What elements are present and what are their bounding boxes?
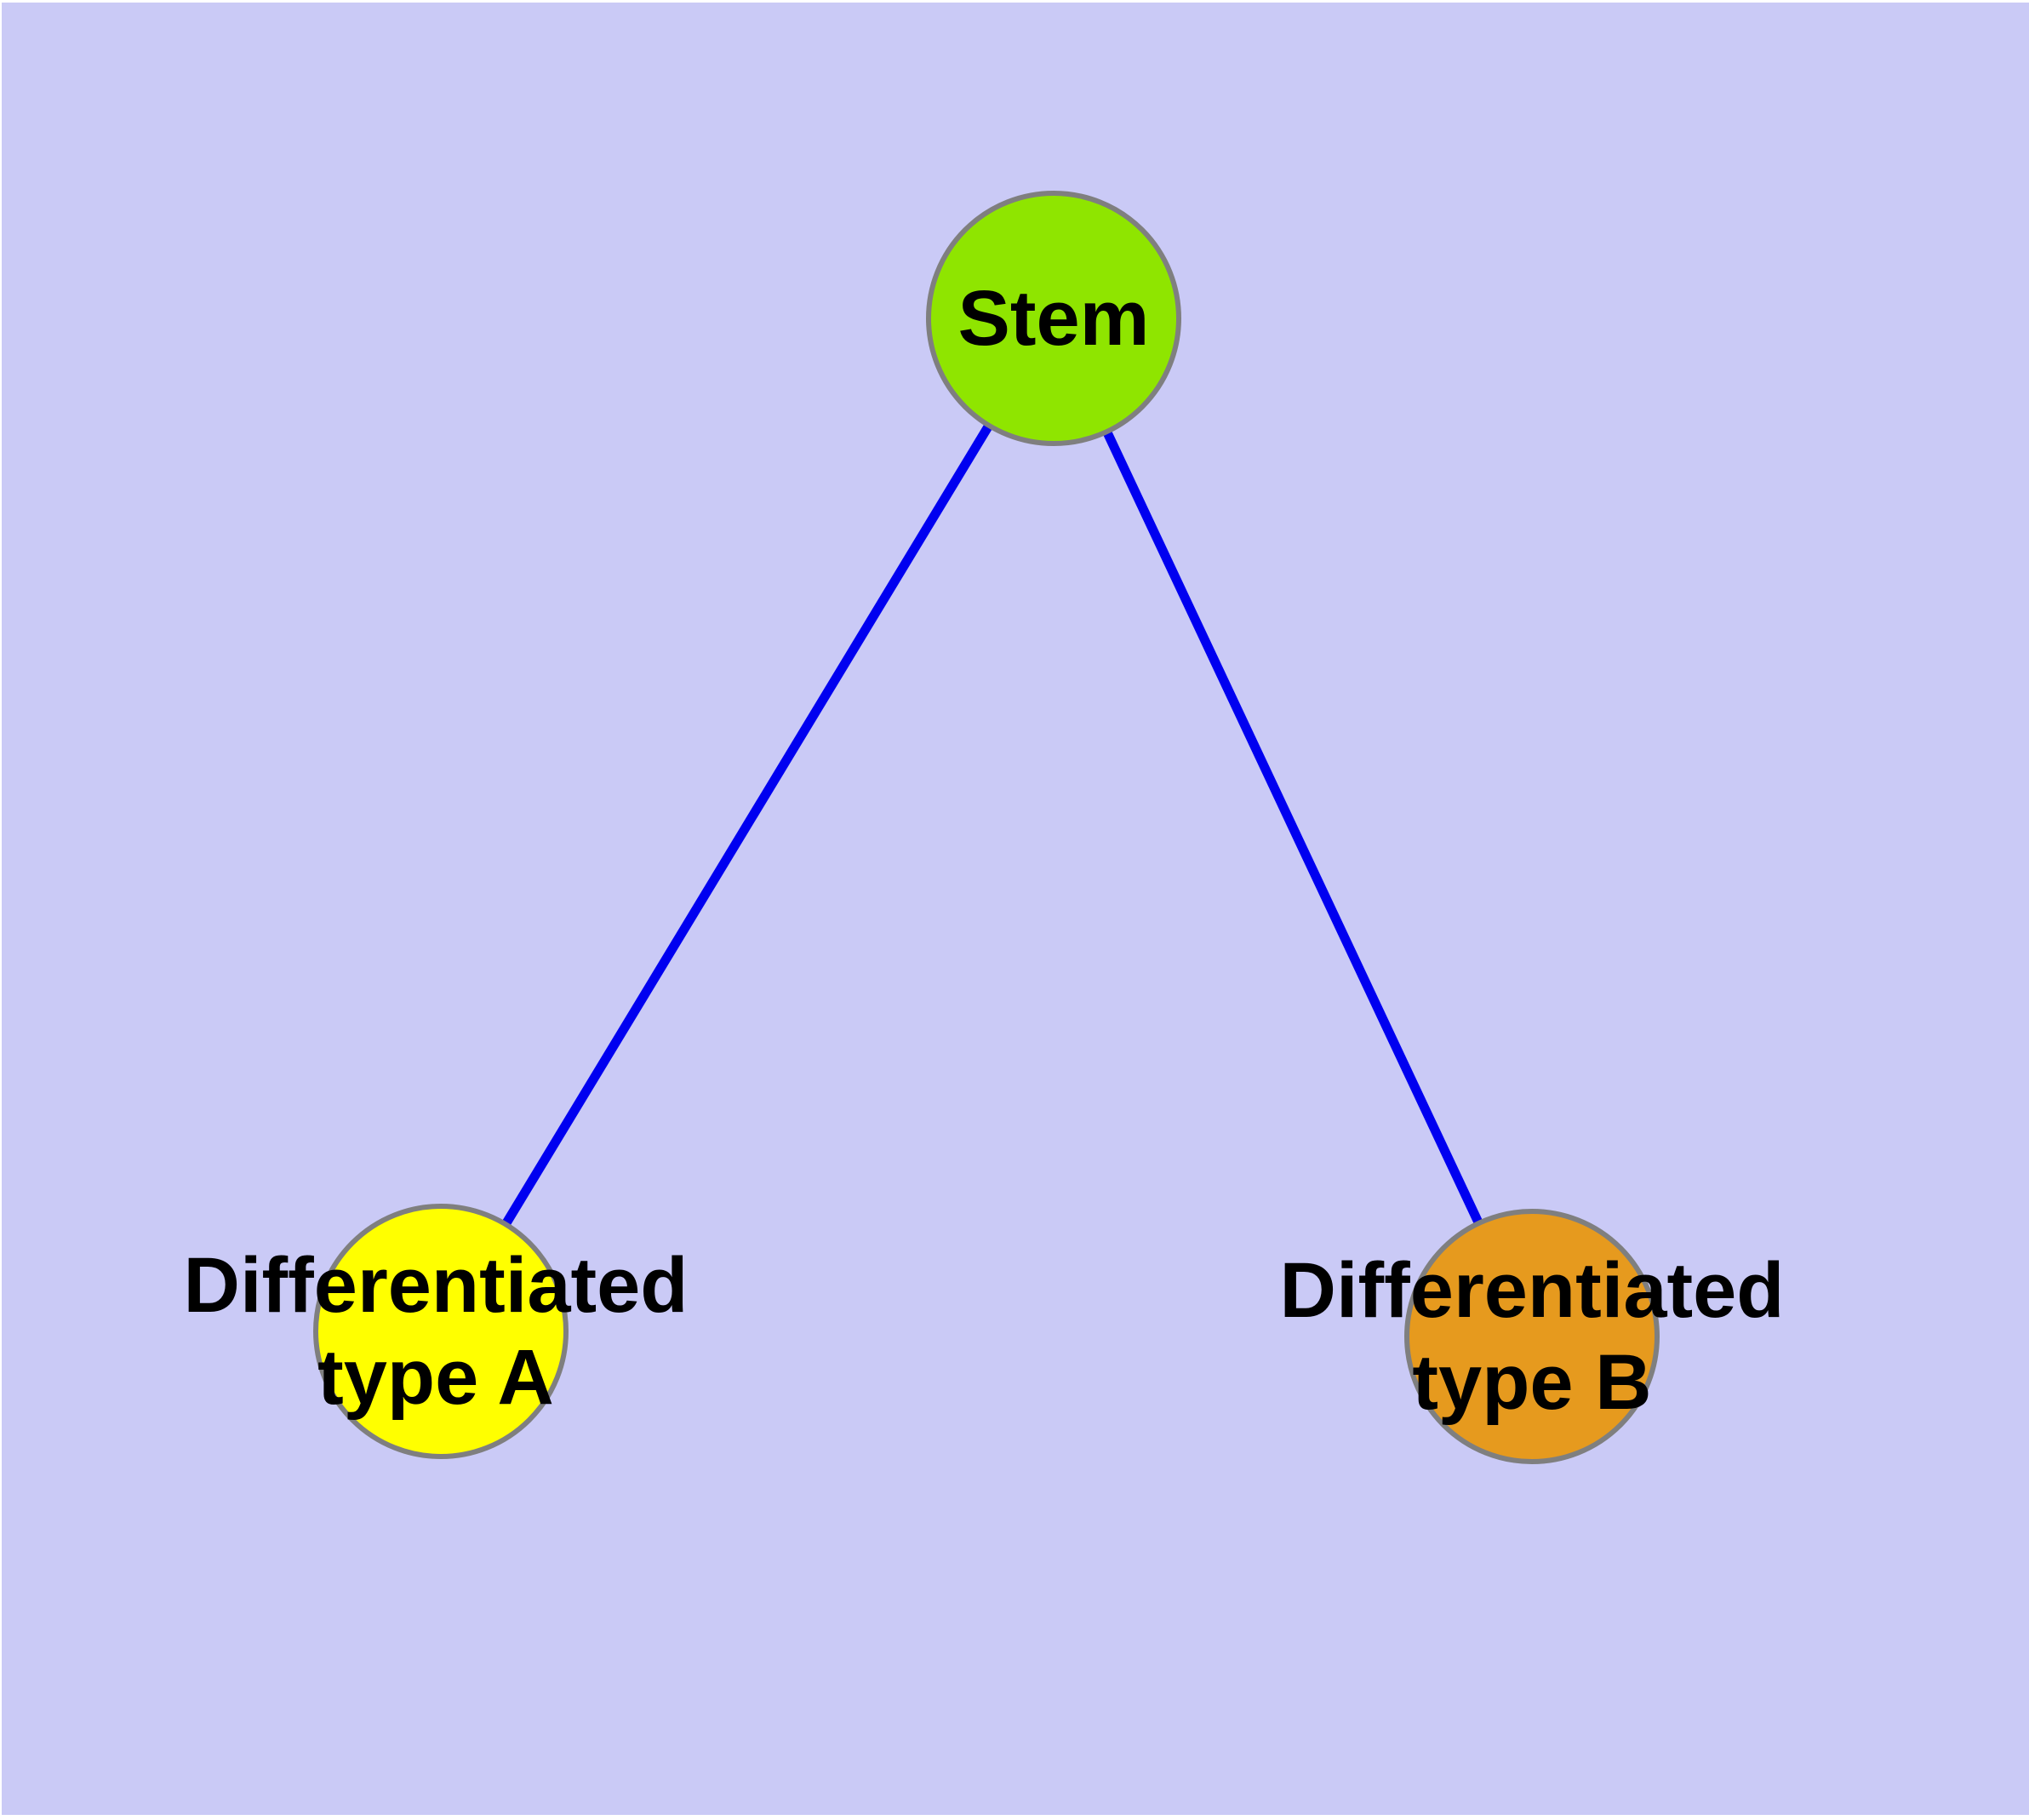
node-type-b-label: Differentiated type B xyxy=(1280,1245,1785,1428)
node-stem-label-text: Stem xyxy=(957,275,1150,362)
edge-stem-to-type-a xyxy=(437,316,1058,1334)
node-type-a-label-line1: Differentiated xyxy=(183,1242,689,1329)
node-type-b-label-line2: type B xyxy=(1412,1339,1652,1426)
node-differentiated-type-a xyxy=(313,1204,569,1459)
edge-layer xyxy=(437,316,1536,1339)
node-stem-label: Stem xyxy=(958,272,1150,364)
edge-stem-to-type-b xyxy=(1049,316,1536,1339)
node-type-a-label-line2: type A xyxy=(317,1334,554,1421)
diagram-canvas: Stem Differentiated type A Differentiate… xyxy=(2,3,2029,1815)
node-differentiated-type-b xyxy=(1404,1209,1660,1464)
node-stem xyxy=(926,191,1181,446)
node-type-b-label-line1: Differentiated xyxy=(1279,1247,1785,1334)
node-type-a-label: Differentiated type A xyxy=(184,1239,689,1423)
